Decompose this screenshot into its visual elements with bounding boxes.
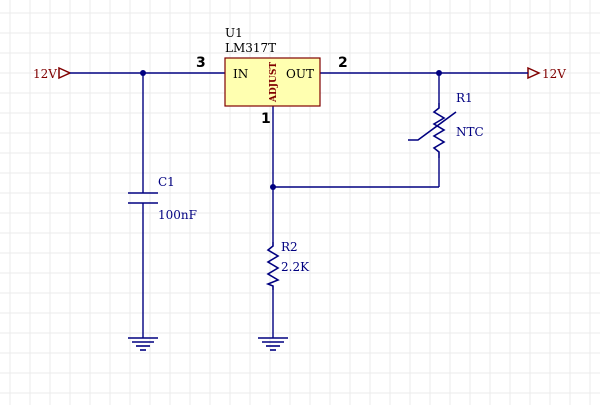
pin-adjust-label: ADJUST bbox=[269, 62, 279, 103]
thermistor-value: NTC bbox=[456, 125, 484, 139]
thermistor-slash-icon bbox=[408, 111, 457, 141]
regulator-designator: U1 bbox=[225, 26, 243, 40]
power-port-right[interactable]: 12V bbox=[527, 66, 566, 81]
junction-dot bbox=[436, 70, 442, 76]
capacitor-designator: C1 bbox=[158, 175, 175, 189]
resistor-designator: R2 bbox=[281, 240, 298, 254]
thermistor-zigzag bbox=[432, 103, 446, 158]
resistor-value: 2.2K bbox=[281, 260, 310, 274]
junction-dot bbox=[140, 70, 146, 76]
junctions bbox=[140, 70, 442, 190]
regulator-part-number: LM317T bbox=[225, 41, 276, 55]
pin-adjust-number: 1 bbox=[261, 111, 271, 127]
ground-left[interactable] bbox=[128, 337, 158, 351]
resistor-r2[interactable]: R2 2.2K bbox=[265, 240, 310, 290]
ground-right[interactable] bbox=[258, 337, 288, 351]
regulator-body bbox=[224, 57, 321, 107]
wires bbox=[70, 72, 528, 338]
thermistor-r1[interactable]: R1 NTC bbox=[408, 91, 484, 158]
capacitor-value: 100nF bbox=[158, 208, 197, 222]
capacitor-c1[interactable]: C1 100nF bbox=[128, 175, 197, 222]
pin-out-number: 2 bbox=[338, 55, 348, 71]
regulator-u1[interactable]: U1 LM317T IN OUT ADJUST 3 2 1 bbox=[196, 26, 348, 127]
power-port-left-label: 12V bbox=[33, 67, 57, 81]
pin-in-number: 3 bbox=[196, 55, 206, 71]
pin-out-label: OUT bbox=[286, 67, 314, 81]
resistor-zigzag bbox=[265, 242, 280, 290]
thermistor-designator: R1 bbox=[456, 91, 473, 105]
power-port-right-label: 12V bbox=[542, 67, 566, 81]
pin-in-label: IN bbox=[233, 67, 248, 81]
power-arrow-left-icon bbox=[58, 66, 72, 80]
power-port-left[interactable]: 12V bbox=[33, 66, 72, 81]
junction-dot bbox=[270, 184, 276, 190]
